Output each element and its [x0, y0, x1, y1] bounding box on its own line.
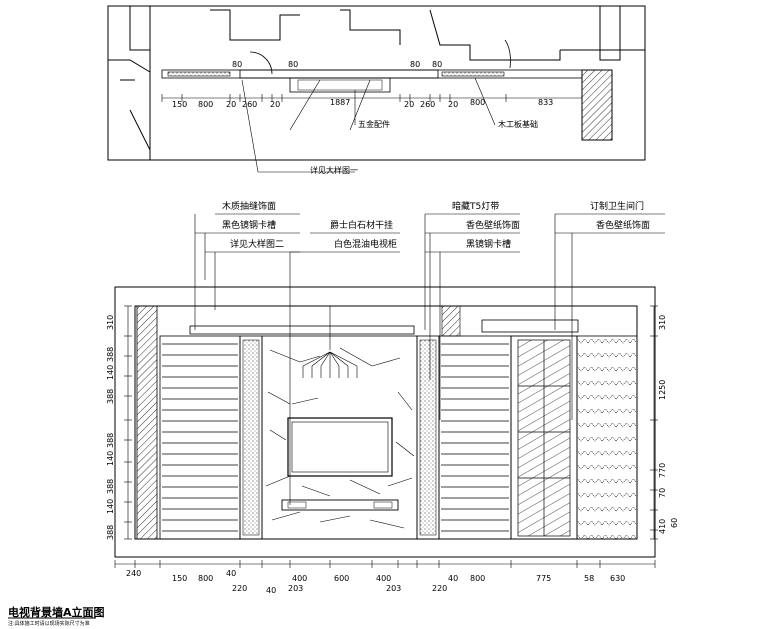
bottom-dim-58: 58 — [584, 574, 595, 583]
bottom-dim-220a: 220 — [232, 584, 248, 593]
drawing-title: 电视背景墙A立面图 — [8, 606, 105, 619]
right-dim-1250: 1250 — [658, 379, 667, 400]
marble-vein — [319, 515, 351, 523]
marble-vein — [371, 357, 401, 367]
callout-wood-slat: 木质抽缝饰面 — [222, 202, 277, 212]
callout-tv-cabinet: 白色混油电视柜 — [334, 240, 398, 250]
marble-vein — [349, 479, 381, 495]
bottom-dim-150: 150 — [172, 574, 188, 583]
marble-vein — [269, 349, 301, 363]
plan-dim-20a: 20 — [226, 100, 237, 109]
marble-vein — [265, 475, 291, 487]
plan-note-hardware: 五金配件 — [358, 120, 390, 129]
plan-dim-20c: 20 — [404, 100, 415, 109]
bottom-dim-630: 630 — [610, 574, 626, 583]
left-dim-388a: 388 — [106, 346, 115, 362]
bottom-dim-600: 600 — [334, 574, 350, 583]
bottom-dim-400b: 400 — [376, 574, 392, 583]
chandelier-arm — [329, 351, 349, 367]
callout-detail-two: 详见大样图二 — [230, 240, 285, 250]
plan-dim-260a: 260 — [242, 100, 258, 109]
elevation-view — [114, 286, 658, 568]
plan-dim-80a: 80 — [232, 60, 243, 69]
callout-black-steel: 黑镜钢卡槽 — [466, 240, 512, 250]
right-dim-60: 60 — [670, 517, 679, 528]
plan-dim-150: 150 — [172, 100, 188, 109]
marble-vein — [267, 391, 291, 405]
left-dim-140a: 140 — [106, 364, 115, 380]
marble-vein — [387, 477, 413, 487]
chandelier-arm — [311, 351, 331, 367]
callout-t5-light: 暗藏T5灯带 — [452, 202, 500, 212]
plan-dim-800: 800 — [198, 100, 214, 109]
left-dim-388e: 388 — [106, 524, 115, 540]
plan-dim-833: 833 — [538, 98, 554, 107]
plan-dim-80b: 80 — [288, 60, 299, 69]
plan-dim-20d: 20 — [448, 100, 459, 109]
marble-vein — [339, 347, 373, 367]
left-dim-310: 310 — [106, 314, 115, 330]
plan-dim-80c: 80 — [410, 60, 421, 69]
left-dim-140b: 140 — [106, 450, 115, 466]
left-dim-388b: 388 — [106, 388, 115, 404]
bottom-dim-400a: 400 — [292, 574, 308, 583]
bottom-dim-203a: 203 — [288, 584, 304, 593]
callout-wallpaper-b: 香色壁纸饰面 — [596, 221, 651, 231]
left-dim-140c: 140 — [106, 498, 115, 514]
chandelier-arm — [320, 351, 331, 367]
right-dim-70: 70 — [658, 487, 667, 498]
callout-bathroom-door: 订制卫生间门 — [590, 202, 645, 212]
plan-dim-800b: 800 — [470, 98, 486, 107]
bottom-dim-775: 775 — [536, 574, 552, 583]
plan-dim-20b: 20 — [270, 100, 281, 109]
marble-vein — [397, 391, 413, 411]
bottom-dim-800b: 800 — [470, 574, 486, 583]
bottom-dim-40a: 40 — [226, 569, 237, 578]
right-dim-410: 410 — [658, 518, 667, 534]
chandelier-arm — [329, 351, 340, 367]
right-dim-770: 770 — [658, 462, 667, 478]
callout-jazz-white-stone: 爵士白石材干挂 — [330, 221, 394, 231]
bottom-dim-220b: 220 — [432, 584, 448, 593]
plan-dim-1887: 1887 — [330, 98, 351, 107]
bottom-dim-800a: 800 — [198, 574, 214, 583]
chandelier-arm — [329, 351, 358, 367]
bottom-dim-203b: 203 — [386, 584, 402, 593]
marble-vein — [269, 429, 287, 441]
right-dim-310: 310 — [658, 314, 667, 330]
marble-vein — [395, 441, 415, 457]
plan-view — [107, 5, 646, 173]
marble-vein — [299, 355, 321, 363]
left-dim-388d: 388 — [106, 478, 115, 494]
left-dim-388c: 388 — [106, 432, 115, 448]
marble-vein — [271, 511, 301, 521]
marble-vein — [291, 397, 319, 405]
chandelier-arm — [302, 351, 331, 367]
plan-note-wood-base: 木工板基础 — [498, 120, 538, 129]
plan-note-detail-ref: 详见大样图一 — [310, 166, 358, 175]
plan-dim-260b: 260 — [420, 100, 436, 109]
bottom-dim-240: 240 — [126, 569, 142, 578]
callout-wallpaper-a: 香色壁纸饰面 — [466, 221, 521, 231]
bottom-dim-40b: 40 — [448, 574, 459, 583]
marble-vein — [369, 519, 405, 529]
drawing-subtitle: 注:具体施工时请以现场实际尺寸为准 — [8, 621, 90, 627]
marble-vein — [301, 485, 331, 497]
bottom-dim-40c: 40 — [266, 586, 277, 595]
plan-dim-80d: 80 — [432, 60, 443, 69]
callout-black-mirror-steel: 黑色镜钢卡槽 — [222, 221, 277, 231]
